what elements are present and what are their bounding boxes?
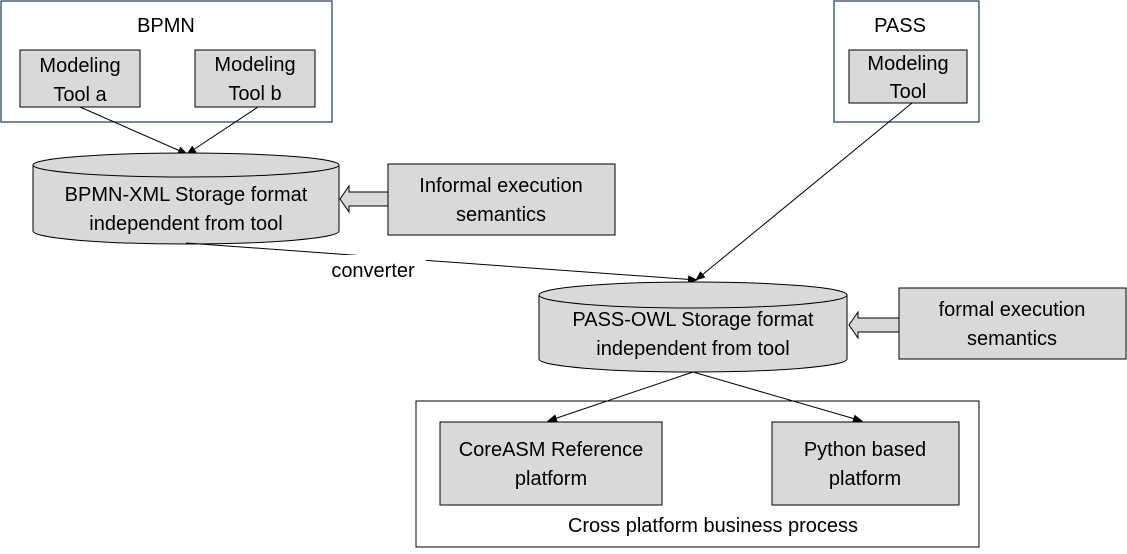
pass-container: PASS Modeling Tool — [833, 0, 980, 123]
informal-semantics-line-2: semantics — [456, 204, 546, 226]
block-arrow-formal-to-pass — [848, 310, 900, 340]
pass-tool-line-1: Modeling — [867, 53, 948, 75]
arrow-tool-a-to-bpmn-storage — [79, 106, 188, 155]
arrow-tool-b-to-bpmn-storage — [186, 106, 259, 155]
arrow-pass-tool-to-pass-storage — [695, 102, 913, 281]
bpmn-title: BPMN — [137, 15, 195, 37]
bpmn-storage-line-2: independent from tool — [89, 213, 282, 235]
tool-b-line-1: Modeling — [214, 54, 295, 76]
tool-a-line-1: Modeling — [39, 55, 120, 77]
converter-label: converter — [331, 260, 415, 282]
converter-label-bg — [318, 255, 426, 285]
python-platform-box: Python based platform — [771, 421, 960, 506]
bpmn-xml-storage-cylinder: BPMN-XML Storage format independent from… — [32, 152, 340, 245]
coreasm-platform-box: CoreASM Reference platform — [439, 421, 663, 506]
python-line-1: Python based — [804, 439, 926, 461]
bpmn-container: BPMN Modeling Tool a Modeling Tool b — [0, 0, 333, 123]
pass-tool-line-2: Tool — [890, 81, 927, 103]
arrow-pass-storage-to-coreasm — [547, 371, 694, 422]
coreasm-line-2: platform — [515, 468, 587, 490]
pass-modeling-tool: Modeling Tool — [848, 49, 968, 104]
informal-semantics-box: Informal execution semantics — [387, 163, 616, 236]
platforms-container: CoreASM Reference platform Python based … — [415, 400, 980, 548]
python-line-2: platform — [829, 468, 901, 490]
tool-b-line-2: Tool b — [228, 83, 281, 105]
converter-arrow — [185, 242, 698, 284]
platforms-caption: Cross platform business process — [568, 515, 858, 537]
coreasm-line-1: CoreASM Reference — [459, 439, 644, 461]
informal-semantics-line-1: Informal execution — [419, 175, 582, 197]
pass-owl-storage-cylinder: PASS-OWL Storage format independent from… — [538, 281, 848, 373]
block-arrow-informal-to-bpmn — [339, 184, 389, 214]
formal-semantics-line-2: semantics — [967, 328, 1057, 350]
modeling-tool-b: Modeling Tool b — [194, 49, 316, 108]
arrow-pass-storage-to-python — [692, 371, 863, 423]
bpmn-storage-line-1: BPMN-XML Storage format — [65, 184, 308, 206]
pass-title: PASS — [874, 15, 926, 37]
formal-semantics-box: formal execution semantics — [898, 287, 1127, 360]
pass-storage-line-2: independent from tool — [596, 338, 789, 360]
tool-a-line-2: Tool a — [53, 84, 107, 106]
formal-semantics-line-1: formal execution — [939, 299, 1086, 321]
modeling-tool-a: Modeling Tool a — [19, 49, 141, 108]
pass-storage-line-1: PASS-OWL Storage format — [572, 309, 814, 331]
